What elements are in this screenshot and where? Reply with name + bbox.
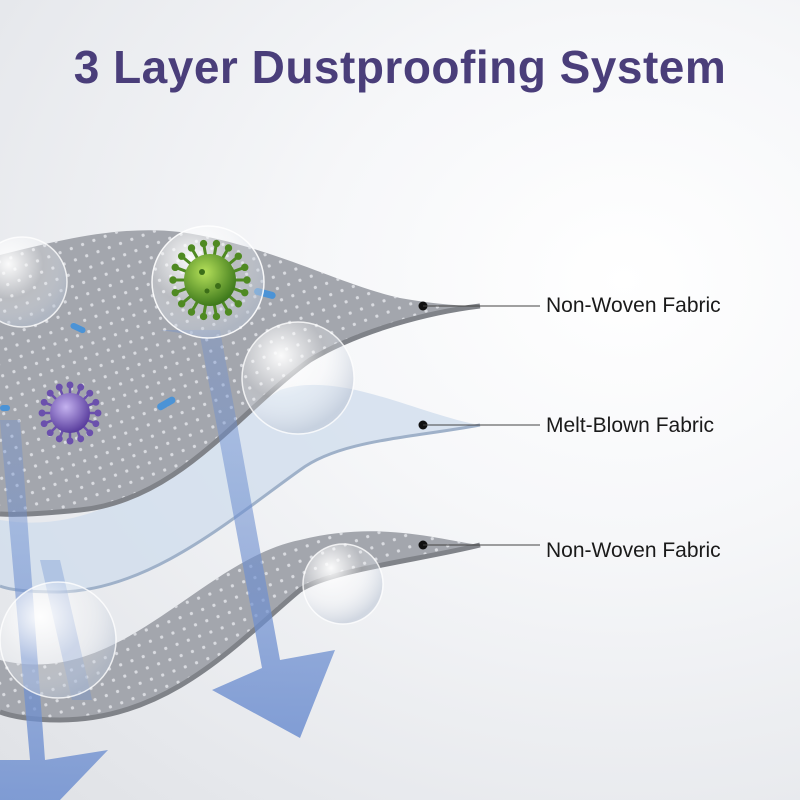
page-title: 3 Layer Dustproofing System [0,40,800,94]
water-bubble-icon [242,322,354,434]
water-bubble-icon [0,582,116,698]
layer-label-outer-non-woven: Non-Woven Fabric [546,294,721,318]
layer-label-inner-non-woven: Non-Woven Fabric [546,539,721,563]
layer-label-melt-blown: Melt-Blown Fabric [546,414,714,438]
purple-germ-icon [40,383,100,443]
water-bubble-icon [303,544,383,624]
green-germ-icon [152,226,264,338]
